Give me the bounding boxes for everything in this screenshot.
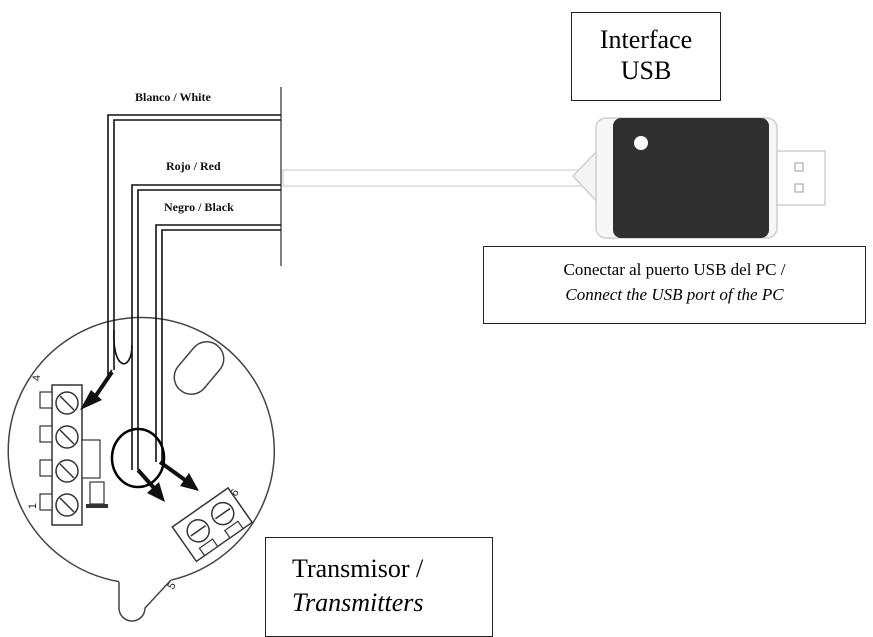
component-icon [89,481,105,505]
usb-led-icon [634,136,648,150]
screw-terminal-3 [55,425,79,449]
wire-label-black: Negro / Black [164,200,234,214]
arrow-to-terminal-5 [136,468,165,502]
terminal-number-1: 1 [27,502,40,510]
wire-red [131,184,281,470]
transmitter-line-1: Transmisor / [292,554,424,583]
screw-terminal-5 [186,519,210,543]
screw-terminal-4 [55,391,79,415]
connect-line-2: Connect the USB port of the PC [565,285,784,304]
usb-cable [282,169,604,187]
transmitter-line-2: Transmitters [292,588,424,617]
highlight-circle [110,427,166,489]
usb-dongle [571,117,826,239]
wire-black [155,224,281,462]
arrow-to-terminal-4 [80,370,114,410]
transmitter-label: Transmisor / Transmitters [265,537,493,637]
terminal-block-5-6 [171,486,254,563]
screw-terminal-1 [55,493,79,517]
usb-plug-icon [776,150,826,206]
connect-usb-label: Conectar al puerto USB del PC / Connect … [483,246,866,324]
connect-line-1: Conectar al puerto USB del PC / [563,260,786,279]
mounting-slot [173,341,225,395]
wire-label-white: Blanco / White [135,90,211,104]
terminal-block-1-4 [39,384,108,526]
interface-usb-label: Interface USB [571,12,721,101]
interface-line-2: USB [620,56,672,85]
terminal-number-4: 4 [31,374,44,382]
wire-loop [113,329,133,365]
screw-terminal-2 [55,459,79,483]
screw-terminal-6 [211,501,235,526]
interface-line-1: Interface [599,25,693,54]
wire-label-red: Rojo / Red [166,159,221,173]
